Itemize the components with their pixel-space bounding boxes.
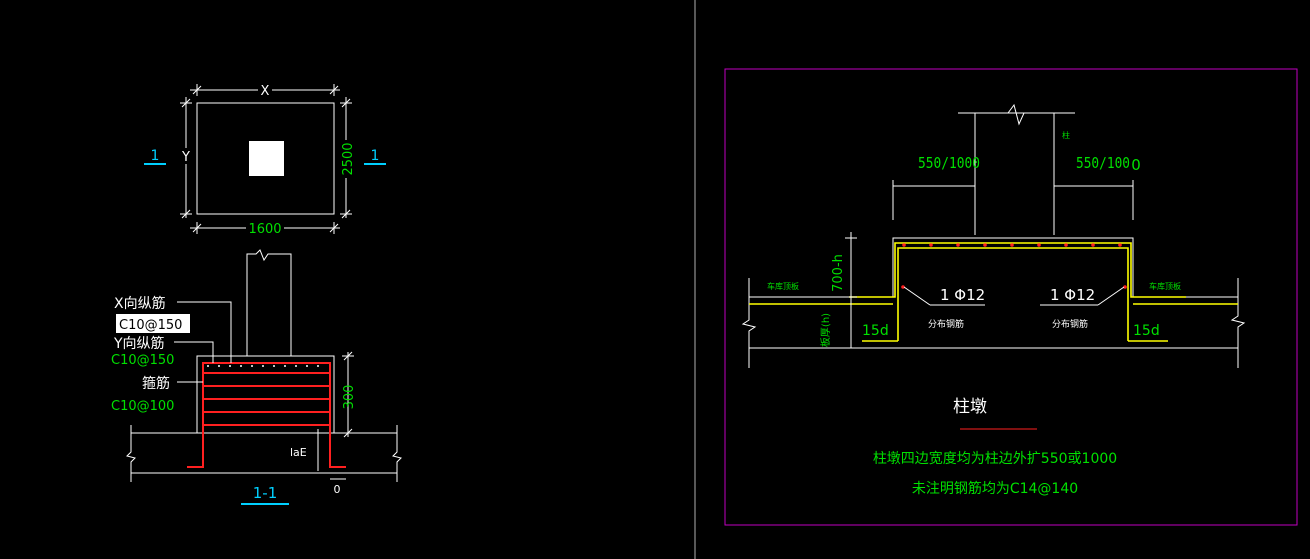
rebar-cage xyxy=(187,362,346,468)
dist-bar-right: 分布钢筋 xyxy=(1052,318,1088,330)
dim-zero: 0 xyxy=(1131,156,1141,174)
footing-outline xyxy=(196,102,335,215)
dim-550-100: 550/100 xyxy=(1076,154,1130,172)
leader-x-bar xyxy=(177,301,232,363)
break-line-left xyxy=(126,425,136,482)
label-stirrup: 箍筋 xyxy=(142,375,170,392)
dim-tick xyxy=(329,85,339,95)
rebar-left: 1 Φ12 xyxy=(940,286,985,304)
dim-tick xyxy=(181,98,191,108)
section-title: 1-1 xyxy=(253,484,278,502)
dim-2500: 2500 xyxy=(341,142,356,175)
dim-tick xyxy=(341,209,351,219)
anchor-right: 15d xyxy=(1133,323,1160,339)
detail-break-left xyxy=(741,278,757,368)
detail-break-right xyxy=(1230,278,1246,368)
slab-h-label: 板厚(h) xyxy=(819,313,832,347)
column-outline xyxy=(246,249,292,356)
label-y-bar: Y向纵筋 xyxy=(113,335,165,352)
anchorage-label: laE xyxy=(290,446,307,459)
detail-bar-dots xyxy=(901,243,1127,289)
dim-x-label: X xyxy=(261,84,270,99)
value-stirrup: C10@100 xyxy=(111,399,174,414)
note-line-2: 未注明钢筋均为C14@140 xyxy=(912,480,1078,497)
detail-title: 柱墩 xyxy=(953,397,987,417)
small-dim: 0 xyxy=(334,483,341,496)
dim-550-1000: 550/1000 xyxy=(918,154,980,172)
slab-left-label: 车库顶板 xyxy=(767,281,799,291)
longitudinal-bar-dots xyxy=(207,365,319,367)
leader-y-bar xyxy=(174,341,214,363)
column-label: 柱 xyxy=(1062,130,1070,140)
plan-view: X Y 2500 1600 1 1 xyxy=(144,83,386,237)
note-line-1: 柱墩四边宽度均为柱边外扩550或1000 xyxy=(873,450,1117,467)
break-line-right xyxy=(392,425,402,482)
dim-text-mask xyxy=(246,221,284,235)
rebar-right: 1 Φ12 xyxy=(1050,286,1095,304)
column-pier-detail: 550/1000 550/100 0 柱 700-h 板厚(h) 1 Φ12 1… xyxy=(724,68,1298,526)
dim-tick xyxy=(192,223,202,233)
detail-rebar xyxy=(749,242,1238,342)
section-mark-left: 1 xyxy=(151,148,160,164)
dim-text-mask xyxy=(339,140,353,178)
selected-text-highlight[interactable] xyxy=(116,314,190,333)
slab-right-label: 车库顶板 xyxy=(1149,281,1181,291)
detail-frame xyxy=(724,68,1298,526)
dim-tick xyxy=(341,98,351,108)
dim-y-label: Y xyxy=(181,150,190,165)
dim-300: 300 xyxy=(342,385,357,410)
rebar-leader-right xyxy=(1097,286,1125,306)
section-view: X向纵筋 C10@150 Y向纵筋 C10@150 箍筋 C10@100 300… xyxy=(111,249,402,505)
dim-text-mask xyxy=(258,83,272,97)
value-x-bar[interactable]: C10@150 xyxy=(119,318,182,333)
dim-1600: 1600 xyxy=(248,222,281,237)
dim-tick xyxy=(181,209,191,219)
dim-text-mask xyxy=(179,148,193,164)
dim-tick xyxy=(192,85,202,95)
dim-tick xyxy=(343,428,353,438)
label-x-bar: X向纵筋 xyxy=(114,295,166,312)
rebar-leader-left xyxy=(903,286,931,306)
dist-bar-left: 分布钢筋 xyxy=(928,318,964,330)
anchor-left: 15d xyxy=(862,323,889,339)
column-square xyxy=(249,141,284,176)
dim-tick xyxy=(343,351,353,361)
section-mark-right: 1 xyxy=(371,148,380,164)
value-y-bar: C10@150 xyxy=(111,353,174,368)
dim-tick xyxy=(329,223,339,233)
height-label: 700-h xyxy=(831,254,846,292)
